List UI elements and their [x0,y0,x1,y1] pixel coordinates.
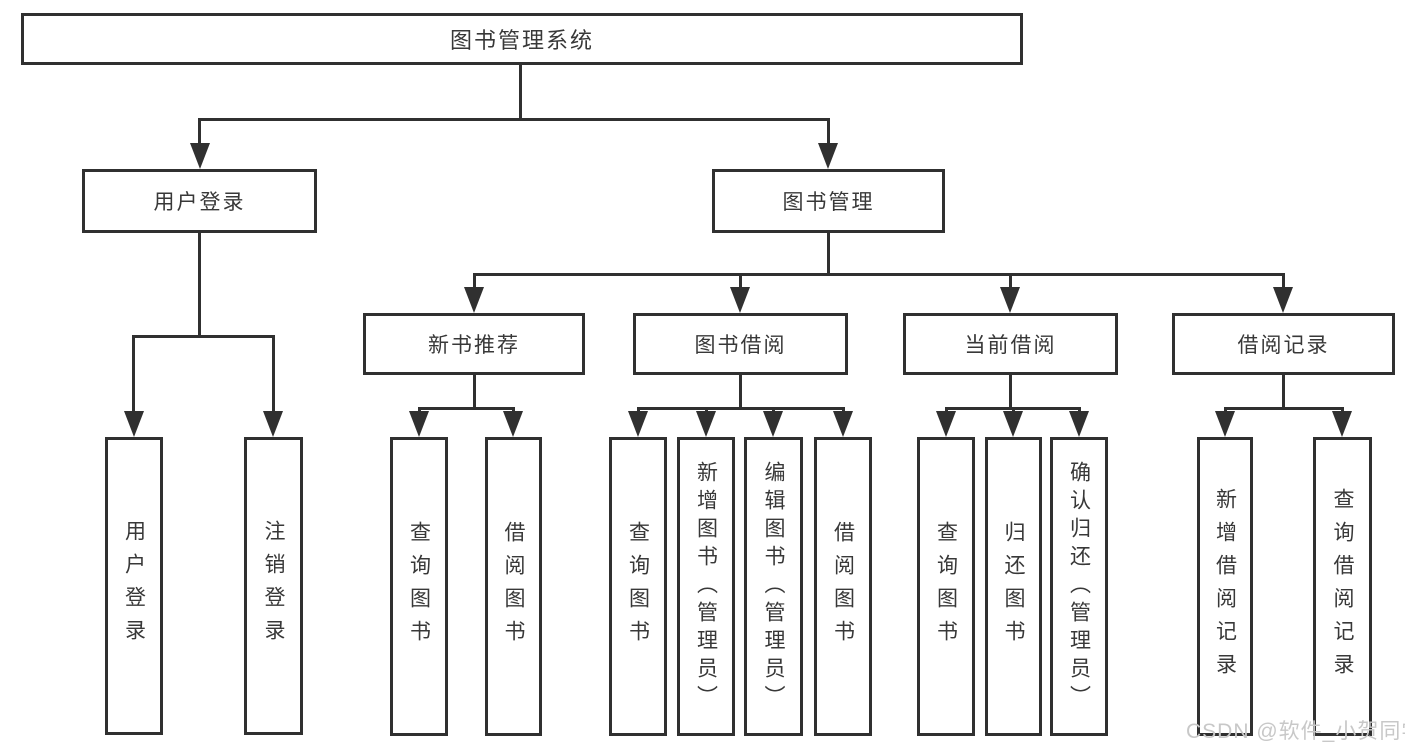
leaf-newrec-borrow-books: 借阅图书 [485,437,542,736]
arrow-down-icon [1215,411,1235,437]
arrow-down-icon [1003,411,1023,437]
connector-line-v [739,375,742,407]
connector-line-v [473,273,476,289]
connector-line-v [1009,273,1012,289]
connector-line-v [198,233,201,335]
connector-line-v [827,118,830,146]
arrow-down-icon [409,411,429,437]
connector-line-v [1282,375,1285,407]
arrow-down-icon [730,287,750,313]
csdn-watermark: CSDN @软件_小贺同学 [1186,720,1405,743]
connector-line-h [133,335,275,338]
arrow-down-icon [464,287,484,313]
leaf-current-confirm-return-admin: 确认归还（管理员） [1050,437,1108,736]
leaf-current-return-books: 归还图书 [985,437,1042,736]
connector-line-h [637,407,844,410]
arrow-down-icon [190,143,210,169]
arrow-down-icon [503,411,523,437]
arrow-down-icon [628,411,648,437]
arrow-down-icon [936,411,956,437]
arrow-down-icon [833,411,853,437]
leaf-records-add-record: 新增借阅记录 [1197,437,1253,736]
leaf-borrowing-edit-books-admin: 编辑图书（管理员） [744,437,803,736]
leaf-newrec-query-books: 查询图书 [390,437,448,736]
node-book-mgmt: 图书管理 [712,169,945,233]
node-user-login: 用户登录 [82,169,317,233]
leaf-borrowing-add-books-admin: 新增图书（管理员） [677,437,735,736]
arrow-down-icon [124,411,144,437]
arrow-down-icon [818,143,838,169]
connector-line-h [473,273,1284,276]
connector-line-h [418,407,515,410]
leaf-user-login: 用户登录 [105,437,163,735]
arrow-down-icon [696,411,716,437]
arrow-down-icon [763,411,783,437]
connector-line-h [1224,407,1344,410]
arrow-down-icon [1332,411,1352,437]
connector-line-v [272,335,275,413]
arrow-down-icon [1000,287,1020,313]
connector-line-v [827,233,830,273]
leaf-borrowing-query-books: 查询图书 [609,437,667,736]
connector-line-v [198,118,201,146]
connector-line-v [1009,375,1012,407]
connector-line-v [519,65,522,118]
connector-line-h [198,118,830,121]
leaf-current-query-books: 查询图书 [917,437,975,736]
node-root: 图书管理系统 [21,13,1023,65]
connector-line-v [132,335,135,413]
node-records: 借阅记录 [1172,313,1395,375]
connector-line-v [1282,273,1285,289]
connector-line-v [473,375,476,407]
leaf-borrowing-borrow-books: 借阅图书 [814,437,872,736]
arrow-down-icon [263,411,283,437]
node-borrowing: 图书借阅 [633,313,848,375]
node-current: 当前借阅 [903,313,1118,375]
node-new-rec: 新书推荐 [363,313,585,375]
connector-line-v [739,273,742,289]
leaf-records-query-record: 查询借阅记录 [1313,437,1372,736]
arrow-down-icon [1069,411,1089,437]
leaf-user-logout: 注销登录 [244,437,303,735]
arrow-down-icon [1273,287,1293,313]
